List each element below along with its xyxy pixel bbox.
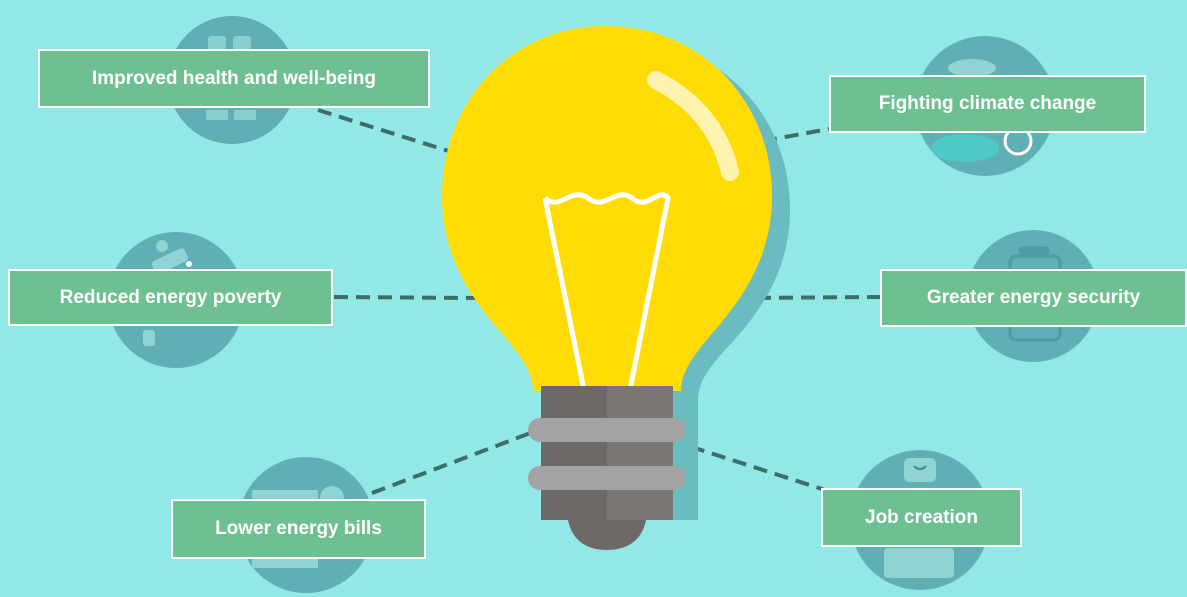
connector-health (317, 108, 456, 155)
benefit-climate-label[interactable]: Fighting climate change (829, 75, 1146, 133)
benefit-poverty-label[interactable]: Reduced energy poverty (8, 269, 333, 326)
connector-poverty (333, 295, 481, 300)
connector-bills (371, 430, 534, 495)
radiator-icon (143, 240, 192, 346)
benefit-security-label[interactable]: Greater energy security (880, 269, 1187, 327)
worker-icon (884, 458, 954, 578)
benefit-health-label[interactable]: Improved health and well-being (38, 49, 430, 108)
person-icon (206, 36, 256, 120)
lightbulb-icon (442, 26, 790, 550)
benefit-bills-label[interactable]: Lower energy bills (171, 499, 426, 559)
benefit-jobs-label[interactable]: Job creation (821, 488, 1022, 547)
globe-icon (931, 59, 1033, 162)
